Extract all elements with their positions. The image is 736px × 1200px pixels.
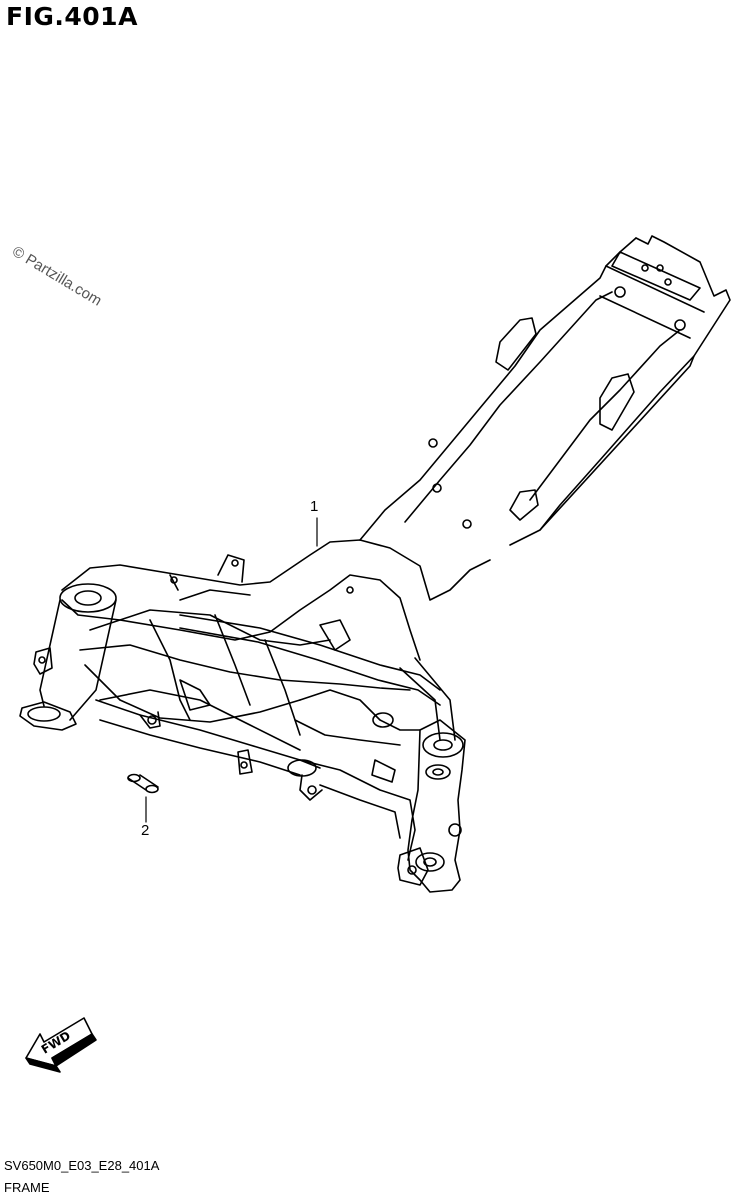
collar-part[interactable] <box>127 773 159 794</box>
forward-arrow-icon <box>25 1017 97 1073</box>
figure-code: SV650M0_E03_E28_401A <box>4 1158 160 1173</box>
figure-title: FIG.401A <box>6 2 138 31</box>
frame-part[interactable] <box>19 235 731 893</box>
figure-name: FRAME <box>4 1180 50 1195</box>
leader-lines <box>145 517 318 823</box>
callout-2: 2 <box>141 822 150 839</box>
callout-1: 1 <box>310 498 319 515</box>
